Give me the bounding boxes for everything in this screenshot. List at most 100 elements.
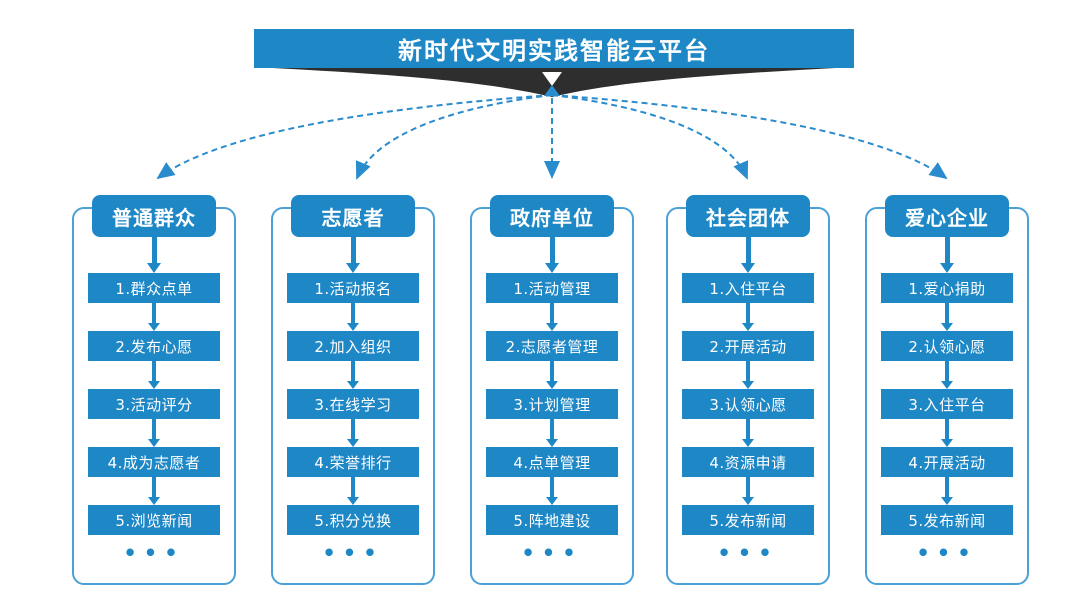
column-title: 爱心企业 — [885, 195, 1009, 237]
column-title: 普通群众 — [92, 195, 216, 237]
down-arrow-icon — [347, 477, 359, 505]
flow-step: 3.入住平台 — [881, 389, 1013, 419]
arrow-head — [347, 497, 359, 505]
column-caring-enterprise: 爱心企业 1.爱心捐助 2.认领心愿 3.入住平台 4.开展活动 5.发布新闻 … — [865, 195, 1029, 595]
arrow-head — [941, 381, 953, 389]
column-general-public: 普通群众 1.群众点单 2.发布心愿 3.活动评分 4.成为志愿者 5.浏览新闻… — [72, 195, 236, 595]
arrow-shaft — [351, 477, 355, 497]
down-arrow-icon — [546, 477, 558, 505]
flow-step: 2.认领心愿 — [881, 331, 1013, 361]
arrow-shaft — [945, 477, 949, 497]
arrow-shaft — [944, 237, 950, 263]
flow-step: 3.在线学习 — [287, 389, 419, 419]
dashed-connector-to-volunteers — [355, 94, 553, 180]
down-arrow-icon — [148, 477, 160, 505]
flow-step: 5.浏览新闻 — [88, 505, 220, 535]
down-arrow-icon — [742, 419, 754, 447]
flow-step: 5.发布新闻 — [682, 505, 814, 535]
down-arrow-icon — [742, 303, 754, 331]
arrow-head — [148, 381, 160, 389]
flow-step: 2.发布心愿 — [88, 331, 220, 361]
flow-step: 2.开展活动 — [682, 331, 814, 361]
column-volunteers: 志愿者 1.活动报名 2.加入组织 3.在线学习 4.荣誉排行 5.积分兑换 •… — [271, 195, 435, 595]
flow-step: 5.阵地建设 — [486, 505, 618, 535]
arrow-shaft — [151, 237, 157, 263]
flow-step: 1.入住平台 — [682, 273, 814, 303]
arrow-head — [147, 263, 161, 273]
arrow-head — [546, 439, 558, 447]
arrow-head — [546, 323, 558, 331]
flow-step: 2.加入组织 — [287, 331, 419, 361]
arrow-shaft — [550, 477, 554, 497]
arrow-shaft — [152, 303, 156, 323]
arrow-head — [546, 381, 558, 389]
flow-step: 1.爱心捐助 — [881, 273, 1013, 303]
flow-step: 3.活动评分 — [88, 389, 220, 419]
down-arrow-icon — [546, 419, 558, 447]
down-arrow-icon — [941, 303, 953, 331]
arrow-shaft — [152, 361, 156, 381]
arrow-shaft — [745, 237, 751, 263]
arrow-head — [941, 497, 953, 505]
down-arrow-icon — [941, 419, 953, 447]
down-arrow-icon — [347, 419, 359, 447]
flow-step: 4.开展活动 — [881, 447, 1013, 477]
flow-step: 3.计划管理 — [486, 389, 618, 419]
arrow-head — [941, 323, 953, 331]
arrow-head — [742, 381, 754, 389]
flow-step: 4.成为志愿者 — [88, 447, 220, 477]
arrow-shaft — [152, 477, 156, 497]
arrow-shaft — [945, 419, 949, 439]
down-arrow-icon — [346, 237, 360, 273]
column-title: 志愿者 — [291, 195, 415, 237]
flow-step: 2.志愿者管理 — [486, 331, 618, 361]
down-arrow-icon — [545, 237, 559, 273]
ellipsis-dots: ••• — [916, 541, 978, 565]
arrow-shaft — [351, 303, 355, 323]
down-arrow-icon — [148, 419, 160, 447]
down-arrow-icon — [347, 361, 359, 389]
flow-step: 4.点单管理 — [486, 447, 618, 477]
arrow-head — [148, 439, 160, 447]
arrow-head — [347, 439, 359, 447]
arrow-shaft — [550, 361, 554, 381]
down-arrow-icon — [546, 303, 558, 331]
down-arrow-icon — [941, 361, 953, 389]
arrow-shaft — [550, 303, 554, 323]
dashed-connector-to-social-groups — [551, 94, 749, 180]
arrow-head — [347, 323, 359, 331]
flow-step: 5.积分兑换 — [287, 505, 419, 535]
arrow-head — [742, 439, 754, 447]
arrow-shaft — [945, 303, 949, 323]
arrow-head — [347, 381, 359, 389]
arrow-shaft — [945, 361, 949, 381]
arrow-head — [742, 497, 754, 505]
flow-step: 5.发布新闻 — [881, 505, 1013, 535]
down-arrow-icon — [741, 237, 755, 273]
platform-title-banner: 新时代文明实践智能云平台 — [254, 29, 854, 68]
arrow-head — [546, 497, 558, 505]
arrow-shaft — [550, 419, 554, 439]
arrow-shaft — [746, 303, 750, 323]
flow-step: 1.群众点单 — [88, 273, 220, 303]
arrow-shaft — [746, 361, 750, 381]
arrow-head — [742, 323, 754, 331]
arrow-head — [545, 263, 559, 273]
arrow-shaft — [351, 361, 355, 381]
ellipsis-dots: ••• — [123, 541, 185, 565]
arrow-head — [346, 263, 360, 273]
dashed-connector-to-caring-enterprise — [551, 94, 948, 180]
column-title: 政府单位 — [490, 195, 614, 237]
arrow-head — [148, 497, 160, 505]
flow-step: 4.资源申请 — [682, 447, 814, 477]
arrow-shaft — [746, 419, 750, 439]
fan-origin-arrow-icon — [544, 85, 560, 96]
arrow-shaft — [351, 419, 355, 439]
down-arrow-icon — [148, 361, 160, 389]
arrow-shaft — [549, 237, 555, 263]
flow-step: 3.认领心愿 — [682, 389, 814, 419]
down-arrow-icon — [940, 237, 954, 273]
arrow-shaft — [746, 477, 750, 497]
